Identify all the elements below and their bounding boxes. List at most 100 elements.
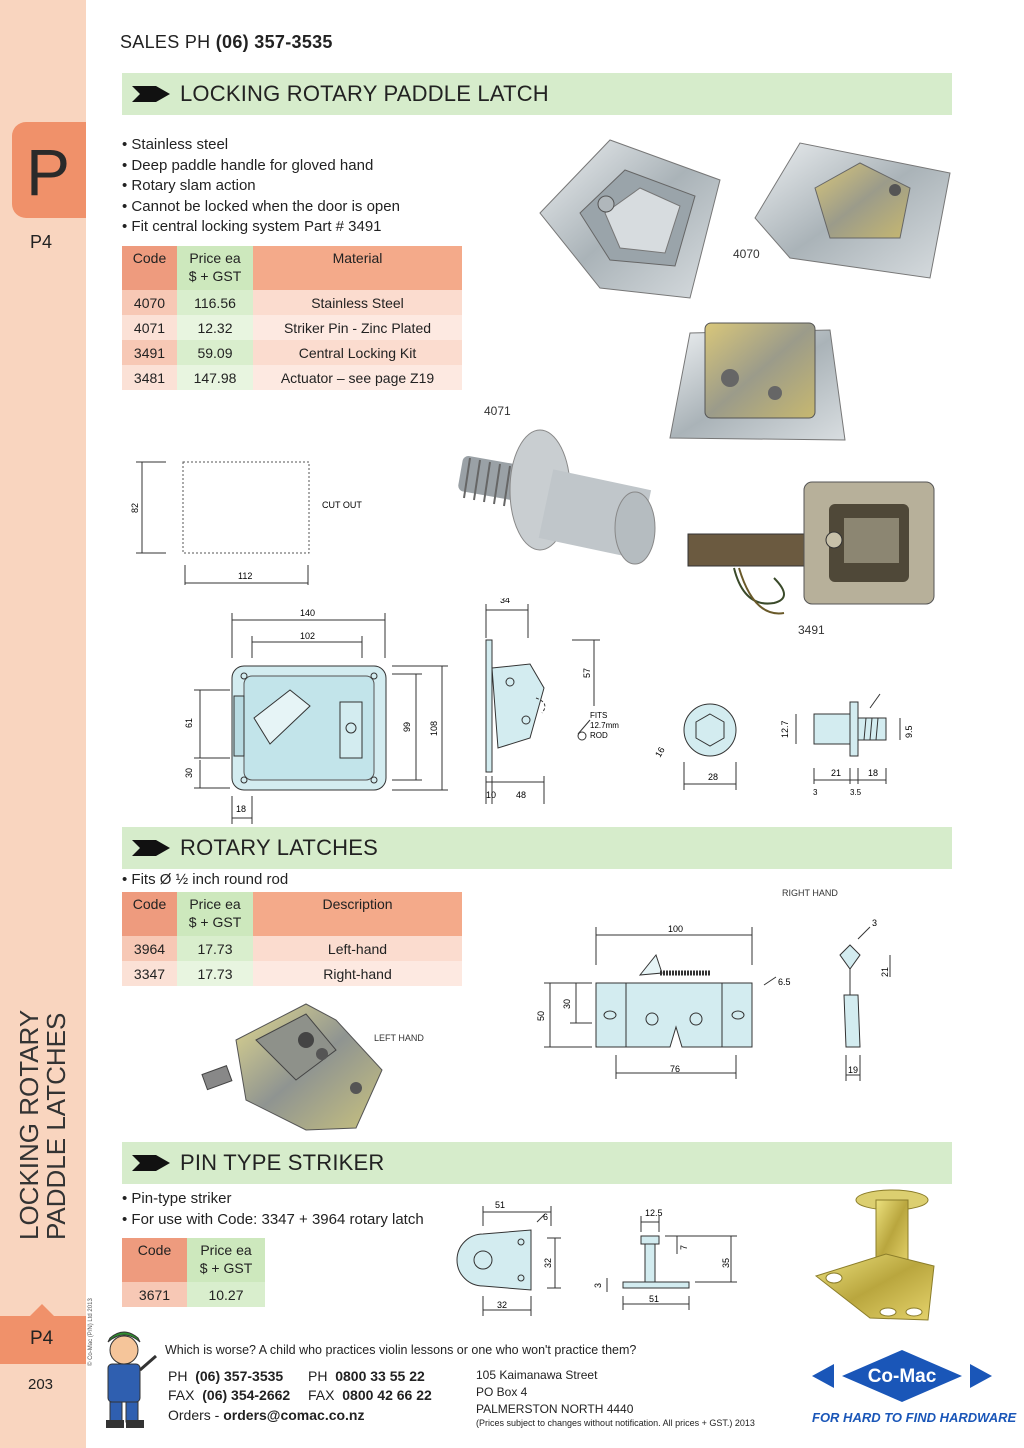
cell-price: 17.73 <box>177 936 253 961</box>
cell-code: 4071 <box>122 315 177 340</box>
cell-code: 3491 <box>122 340 177 365</box>
header-price: Price ea $ + GST <box>177 246 253 290</box>
table-header-row: Code Price ea$ + GST Material <box>122 246 462 290</box>
sales-phone: SALES PH (06) 357-3535 <box>120 32 333 53</box>
dim-3-5: 3.5 <box>850 788 862 797</box>
orders-email[interactable]: orders@comac.co.nz <box>223 1407 365 1423</box>
arrow-icon <box>132 840 170 856</box>
dim-61: 61 <box>184 718 194 728</box>
fits-size: 12.7mm <box>590 721 619 730</box>
page-code-bottom-tab: P4 <box>0 1316 86 1364</box>
side-strip <box>0 0 86 1448</box>
cell-desc: Central Locking Kit <box>253 340 462 365</box>
dim-9-5: 9.5 <box>904 725 914 738</box>
dim-18: 18 <box>236 804 246 814</box>
cell-price: 12.32 <box>177 315 253 340</box>
tab-letter: P <box>26 135 71 209</box>
dim-76: 76 <box>670 1064 680 1074</box>
header-price-l2: $ + GST <box>188 268 242 284</box>
dim-99: 99 <box>402 722 412 732</box>
orders-label: Orders - <box>168 1407 220 1423</box>
dim-10: 10 <box>486 790 496 800</box>
table-header-row: Code Price ea$ + GST <box>122 1238 265 1282</box>
cell-desc: Stainless Steel <box>253 290 462 315</box>
pin-striker-technical-drawing: 51 6 32 32 12.5 7 35 3 51 <box>456 1200 737 1316</box>
dim-21: 21 <box>880 967 890 977</box>
arrow-icon <box>132 86 170 102</box>
right-hand-label: RIGHT HAND <box>782 888 838 898</box>
dim-3: 3 <box>813 788 818 797</box>
central-locking-kit-photo <box>687 481 935 615</box>
ph2-number: 0800 33 55 22 <box>335 1368 425 1384</box>
dim-12-7: 12.7 <box>780 720 790 738</box>
dim-140: 140 <box>300 608 315 618</box>
footer-orders: Orders - orders@comac.co.nz <box>168 1407 365 1423</box>
price-note: (Prices subject to changes without notif… <box>476 1418 755 1428</box>
sales-label: SALES PH <box>120 32 211 52</box>
footer-freephone: PH 0800 33 55 22 <box>308 1368 425 1384</box>
header-price: Price ea$ + GST <box>177 892 253 936</box>
fits-label: FITS <box>590 711 607 720</box>
sales-number: (06) 357-3535 <box>215 32 333 52</box>
dim-21: 21 <box>831 768 841 778</box>
dim-112: 112 <box>238 571 252 581</box>
ph-number: (06) 357-3535 <box>195 1368 284 1384</box>
dim-6-5: 6.5 <box>778 977 791 987</box>
section-header-paddle-latch: LOCKING ROTARY PADDLE LATCH <box>122 73 952 115</box>
footer-phone: PH (06) 357-3535 <box>168 1368 283 1384</box>
dim-48: 48 <box>516 790 526 800</box>
dim-35: 35 <box>721 1258 731 1268</box>
comac-logo: Co-Mac <box>812 1350 992 1402</box>
side-title: LOCKING ROTARY PADDLE LATCHES <box>14 940 71 1240</box>
cell-desc: Striker Pin - Zinc Plated <box>253 315 462 340</box>
fax-label: FAX <box>168 1387 195 1403</box>
tagline: FOR HARD TO FIND HARDWARE <box>812 1410 1017 1425</box>
page-code-notch <box>30 1304 54 1316</box>
side-title-line1: LOCKING ROTARY <box>14 1009 44 1240</box>
cell-price: 10.27 <box>187 1282 265 1307</box>
dim-34: 34 <box>500 598 510 605</box>
header-price-l1: Price ea <box>189 250 241 266</box>
arrow-icon <box>132 1155 170 1171</box>
latch-photo-back <box>754 142 951 279</box>
feature-list: Stainless steel Deep paddle handle for g… <box>122 135 400 238</box>
footer-joke: Which is worse? A child who practices vi… <box>165 1343 637 1357</box>
fax-number: (06) 354-2662 <box>202 1387 291 1403</box>
cell-code: 4070 <box>122 290 177 315</box>
address-line: PO Box 4 <box>476 1385 528 1399</box>
dim-28: 28 <box>708 772 718 782</box>
header-code: Code <box>122 246 177 290</box>
dim-12-5: 12.5 <box>645 1208 663 1218</box>
dim-7: 7 <box>679 1245 689 1250</box>
pin-striker-photo <box>814 1189 935 1321</box>
dim-30: 30 <box>562 999 572 1009</box>
dim-57: 57 <box>582 668 592 678</box>
cutout-label: CUT OUT <box>322 500 362 510</box>
paddle-latch-technical-drawing: 140 102 61 30 99 108 18 34 57 FITS 12.7m… <box>184 598 914 824</box>
feature-item: Deep paddle handle for gloved hand <box>122 156 400 177</box>
cell-price: 59.09 <box>177 340 253 365</box>
dim-51b: 51 <box>649 1294 659 1304</box>
rotary-latch-technical-drawing: 100 50 30 76 6.5 3 21 19 <box>536 918 891 1081</box>
section-title: LOCKING ROTARY PADDLE LATCH <box>180 81 549 106</box>
header-description: Description <box>253 892 462 936</box>
cell-price: 17.73 <box>177 961 253 986</box>
page-number: 203 <box>28 1376 54 1393</box>
mascot-icon <box>106 1331 157 1428</box>
section-title: ROTARY LATCHES <box>180 835 378 860</box>
rotary-latch-photo <box>201 1003 383 1131</box>
footer-fax: FAX (06) 354-2662 <box>168 1387 290 1403</box>
footer-address: 105 Kaimanawa Street PO Box 4 PALMERSTON… <box>476 1367 633 1418</box>
feature-list: Pin-type striker For use with Code: 3347… <box>122 1189 423 1230</box>
dim-102: 102 <box>300 631 315 641</box>
cell-desc: Left-hand <box>253 936 462 961</box>
dim-82: 82 <box>130 503 140 513</box>
cell-price: 116.56 <box>177 290 253 315</box>
latch-photo-mechanism <box>669 322 846 441</box>
dim-32b: 32 <box>497 1300 507 1310</box>
ph2-label: PH <box>308 1368 328 1384</box>
